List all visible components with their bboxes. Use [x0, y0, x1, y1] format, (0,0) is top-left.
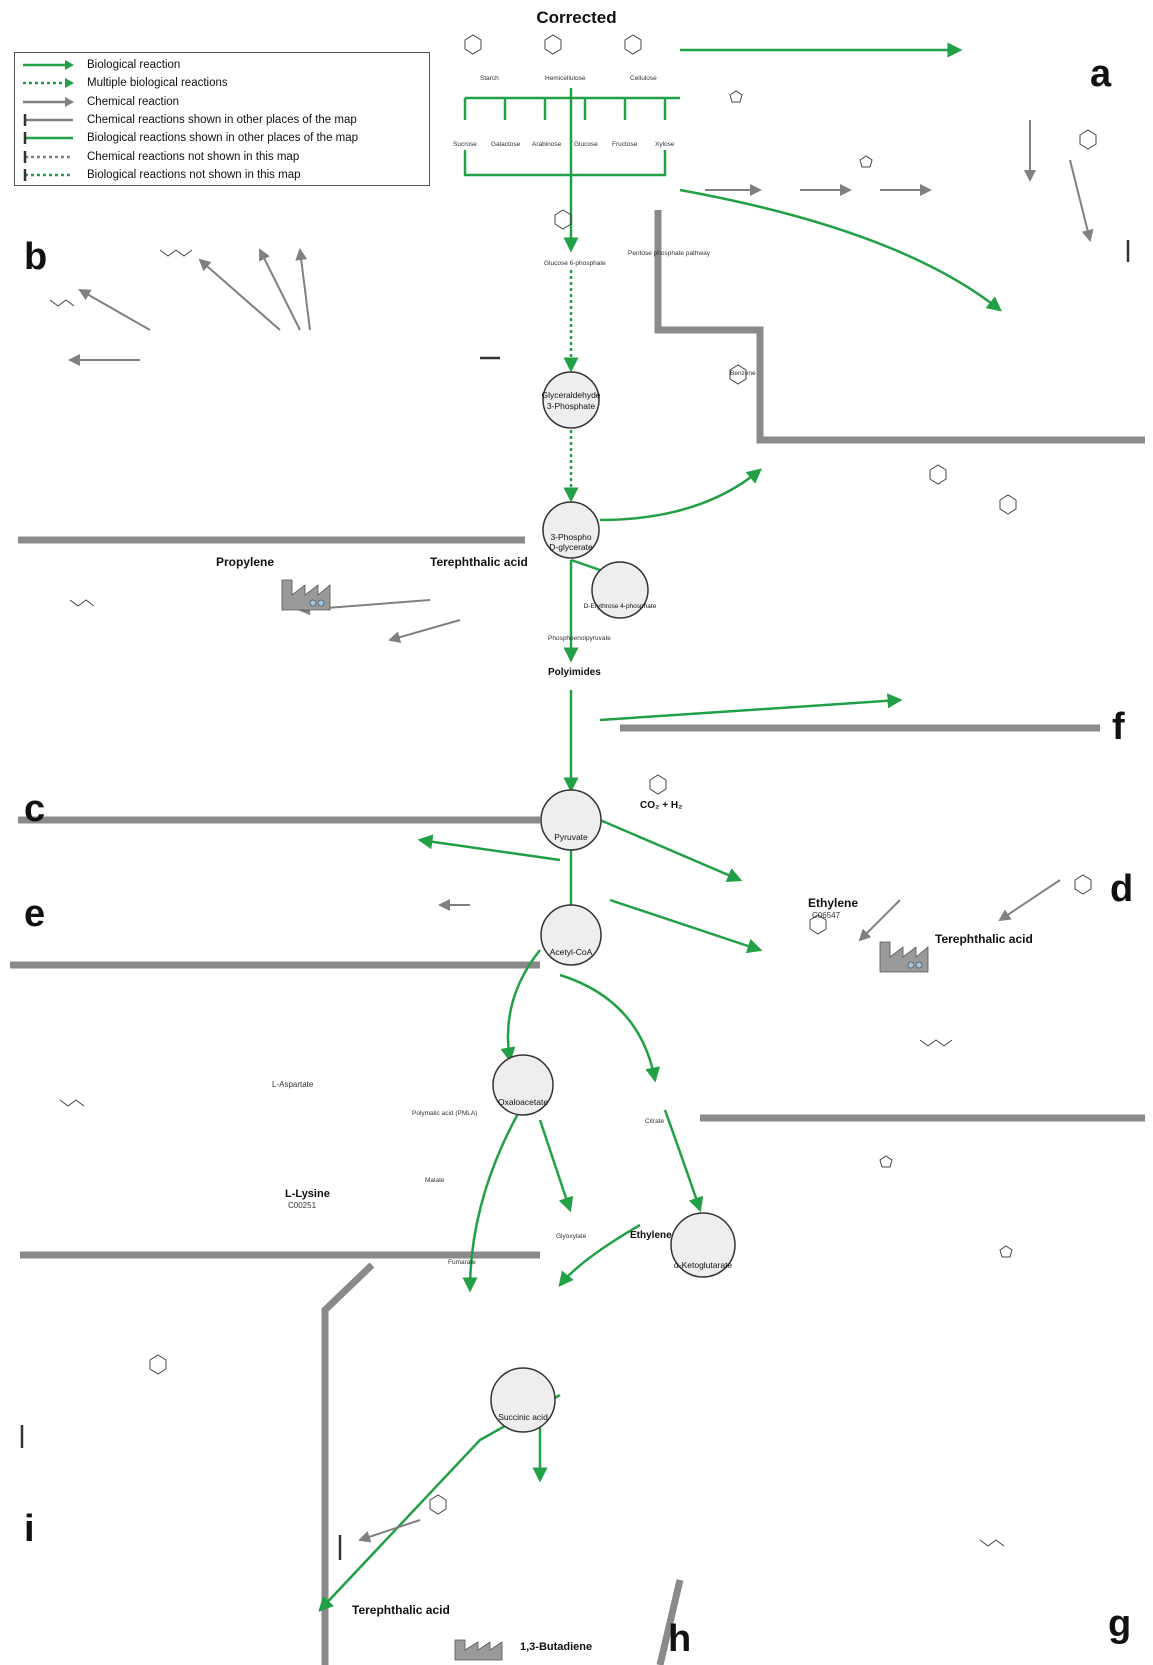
- panel-label-h: h: [668, 1620, 691, 1658]
- galactose-label: Galactose: [491, 141, 521, 148]
- hub-pg: 3-Phospho D-glycerate: [543, 502, 599, 558]
- lysine-code-label: C00251: [288, 1201, 317, 1210]
- propylene-label: Propylene: [216, 555, 274, 569]
- hemicellulose-label: Hemicellulose: [545, 75, 586, 82]
- hub-e4p: D-Erythrose 4-phosphate: [584, 562, 657, 618]
- hub-pyruvate: Pyruvate: [541, 790, 601, 850]
- aspartate-label: L-Aspartate: [272, 1080, 314, 1089]
- benzene-label: Benzene: [730, 370, 756, 377]
- hub-label: 3-Phospho: [550, 532, 591, 542]
- monosaccharides: Sucrose Galactose Arabinose Glucose Fruc…: [453, 141, 675, 148]
- panel-label-e: e: [24, 895, 45, 933]
- factory-icon: [455, 1640, 502, 1660]
- phosphoenolpyruvate-label: Phosphoenolpyruvate: [548, 635, 611, 642]
- hub-label: Succinic acid: [498, 1412, 548, 1422]
- terephthalic-acid-h-label: Terephthalic acid: [352, 1603, 450, 1617]
- glucose-6-phosphate-label: Glucose 6-phosphate: [544, 260, 606, 267]
- xylose-label: Xylose: [655, 141, 675, 148]
- ethylene-code-label: C06547: [812, 911, 841, 920]
- panel-label-i: i: [24, 1510, 35, 1548]
- factory-icon: [880, 942, 928, 972]
- polyimides-label: Polyimides: [548, 667, 601, 678]
- hub-label: Pyruvate: [554, 832, 588, 842]
- co2-h2-label: CO₂ + H₂: [640, 800, 683, 811]
- citrate-label: Citrate: [645, 1118, 665, 1125]
- hub-label: Acetyl-CoA: [550, 947, 593, 957]
- factory-icon: [282, 580, 330, 610]
- panel-label-c: c: [24, 790, 45, 828]
- pentose-phosphate-label: Pentose phosphate pathway: [628, 250, 711, 257]
- lysine-label: L-Lysine: [285, 1188, 330, 1200]
- glucose-label: Glucose: [574, 141, 598, 148]
- malate-label: Malate: [425, 1177, 445, 1184]
- hub-label: α-Ketoglutarate: [674, 1260, 733, 1270]
- glyoxylate-label: Glyoxylate: [556, 1233, 587, 1240]
- hub-label: D-Erythrose 4-phosphate: [584, 603, 657, 610]
- hub-label: Glyceraldehyde: [541, 390, 600, 400]
- panel-label-a: a: [1090, 55, 1111, 93]
- panel-label-b: b: [24, 238, 47, 276]
- fructose-label: Fructose: [612, 141, 638, 148]
- terephthalic-acid-c-label: Terephthalic acid: [430, 555, 528, 569]
- pmla-label: Polymalic acid (PMLA): [412, 1110, 477, 1117]
- terephthalic-acid-d-label: Terephthalic acid: [935, 932, 1033, 946]
- sucrose-label: Sucrose: [453, 141, 477, 148]
- hub-succinic-acid: Succinic acid: [491, 1368, 555, 1432]
- hub-alpha-ketoglutarate: α-Ketoglutarate: [671, 1213, 735, 1277]
- hub-acetyl-coa: Acetyl-CoA: [541, 905, 601, 965]
- panel-label-d: d: [1110, 870, 1133, 908]
- hub-label: 3-Phosphate: [547, 401, 595, 411]
- panel-label-g: g: [1108, 1605, 1131, 1643]
- butadiene-label: 1,3-Butadiene: [520, 1641, 592, 1653]
- arabinose-label: Arabinose: [532, 141, 562, 148]
- cellulose-label: Cellulose: [630, 75, 657, 82]
- panel-label-f: f: [1112, 708, 1125, 746]
- fumarate-label: Fumarate: [448, 1259, 476, 1266]
- hub-label: D-glycerate: [549, 542, 593, 552]
- starch-label: Starch: [480, 75, 499, 82]
- hub-label: Oxaloacetate: [498, 1097, 548, 1107]
- ethylene-h-label: Ethylene: [630, 1230, 672, 1241]
- hub-oxaloacetate: Oxaloacetate: [493, 1055, 553, 1115]
- polysaccharides: Starch Hemicellulose Cellulose: [480, 75, 657, 82]
- hub-gap: Glyceraldehyde 3-Phosphate: [541, 372, 600, 428]
- ethylene-d-label: Ethylene: [808, 896, 858, 910]
